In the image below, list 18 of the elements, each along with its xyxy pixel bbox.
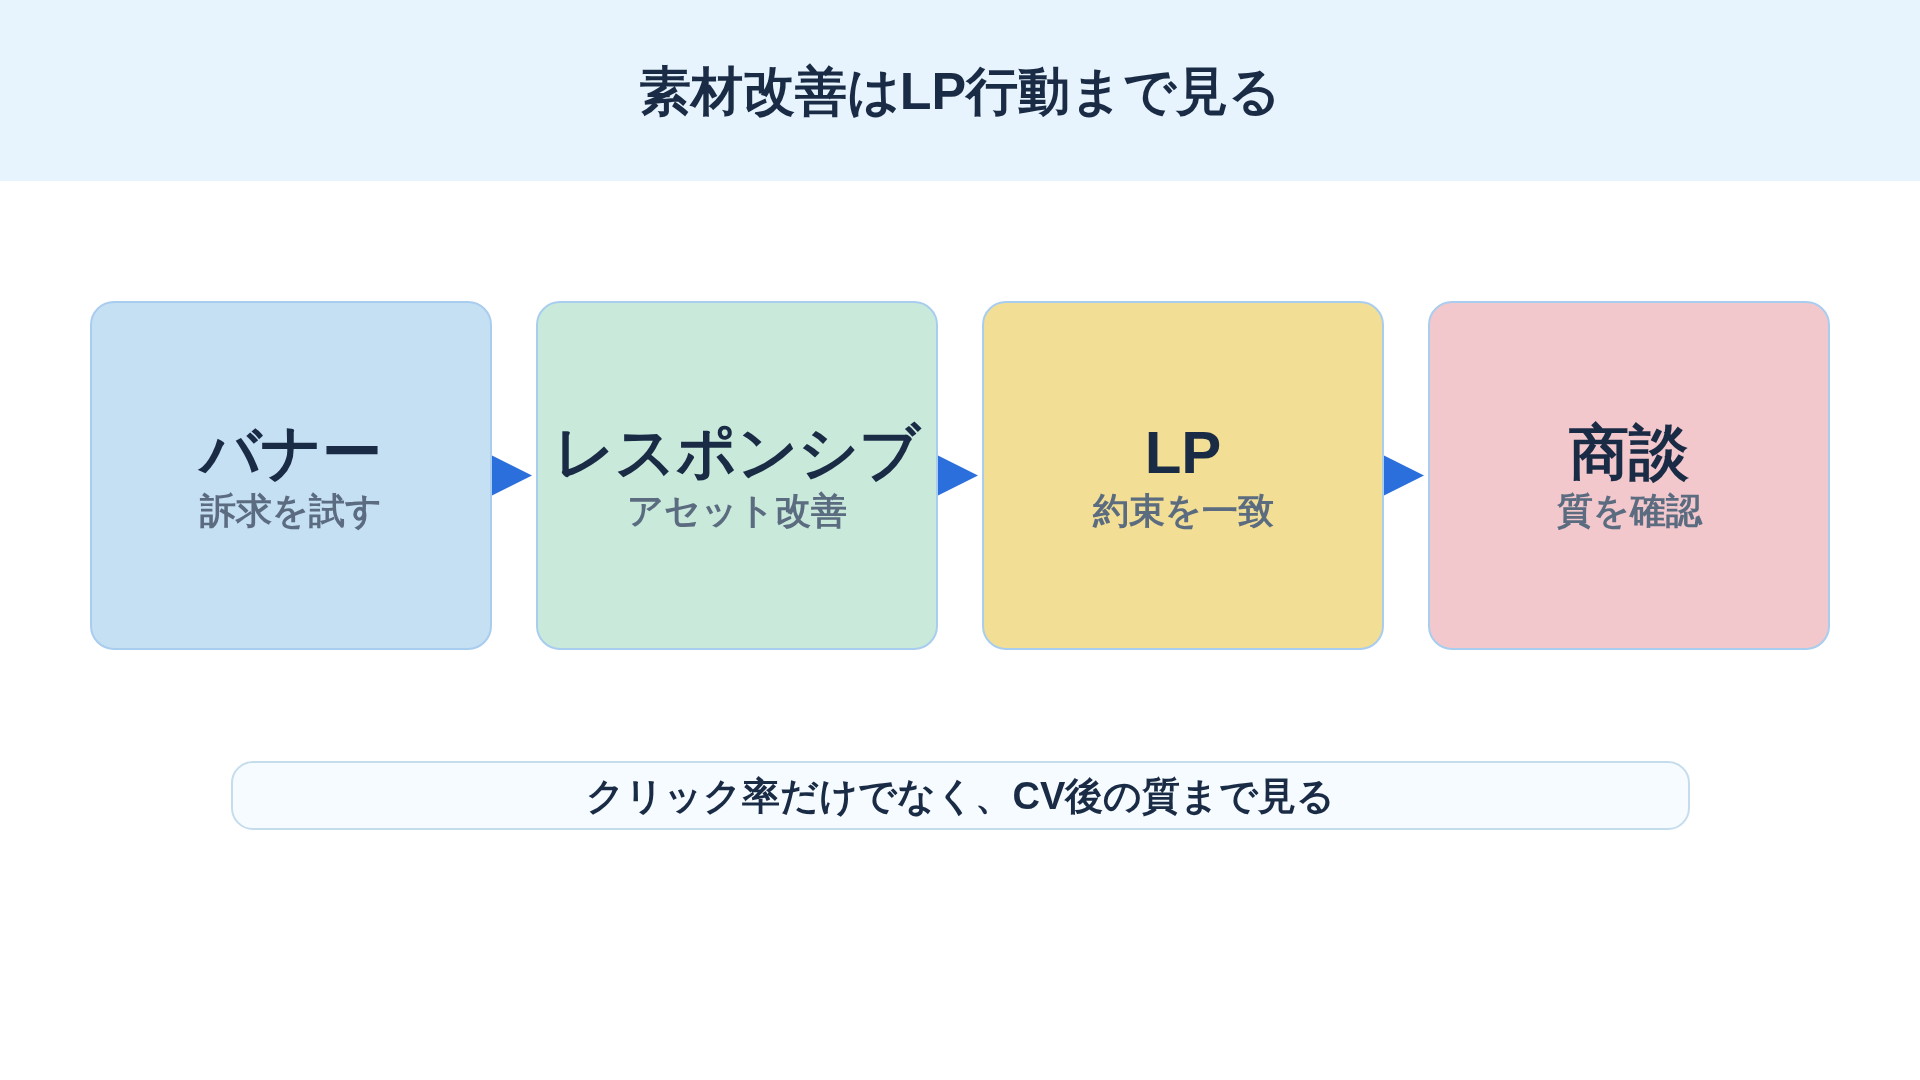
note-box: [231, 761, 1690, 830]
arrow: [1384, 455, 1424, 496]
step-heading: 商談: [1569, 417, 1689, 488]
note-text: クリック率だけでなく、CV後の質まで見る: [585, 773, 1336, 819]
step-heading: LP: [1144, 417, 1222, 488]
step-subtitle: 訴求を試す: [200, 488, 382, 533]
step-subtitle: アセット改善: [627, 488, 847, 533]
step-heading: バナー: [200, 417, 382, 488]
title: 素材改善はLP行動まで見る: [637, 61, 1283, 122]
step-box: [90, 301, 492, 650]
step-heading: レスポンシブ: [554, 417, 920, 488]
step-subtitle: 約束を一致: [1092, 488, 1274, 533]
arrow: [492, 455, 532, 496]
arrow: [938, 455, 978, 496]
step-subtitle: 質を確認: [1556, 488, 1702, 533]
step-box: [982, 301, 1384, 650]
step-box: [536, 301, 938, 650]
step-box: [1428, 301, 1830, 650]
